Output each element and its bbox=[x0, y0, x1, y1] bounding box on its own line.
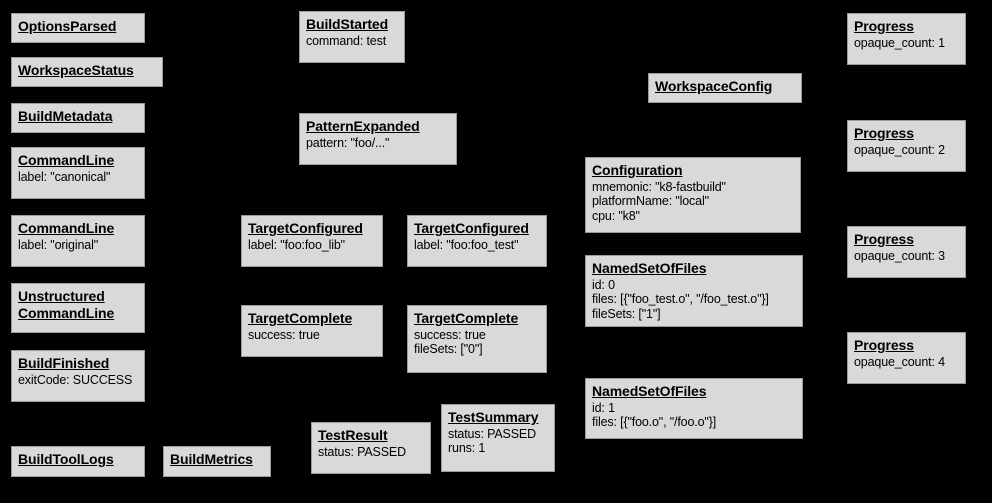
node-title: Progress bbox=[854, 125, 914, 141]
node-title: CommandLine bbox=[18, 152, 115, 168]
node-title: TargetComplete bbox=[248, 310, 353, 326]
node-field: command: test bbox=[306, 33, 387, 48]
node-title: WorkspaceStatus bbox=[18, 62, 134, 78]
node-field: opaque_count: 1 bbox=[854, 35, 945, 50]
node-title: BuildFinished bbox=[18, 355, 110, 371]
node-field: label: "foo:foo_test" bbox=[414, 237, 519, 252]
node-field: cpu: "k8" bbox=[592, 209, 640, 224]
node-build-metadata[interactable]: BuildMetadata bbox=[11, 103, 145, 133]
node-field: opaque_count: 2 bbox=[854, 142, 945, 157]
node-title: BuildToolLogs bbox=[18, 451, 114, 467]
node-field: files: [{"foo.o", "/foo.o"}] bbox=[592, 415, 717, 430]
node-title: PatternExpanded bbox=[306, 118, 420, 134]
node-field: pattern: "foo/..." bbox=[306, 135, 390, 150]
node-title: Configuration bbox=[592, 162, 683, 178]
node-title: Progress bbox=[854, 231, 914, 247]
node-field: success: true bbox=[414, 327, 486, 342]
node-title: Progress bbox=[854, 337, 914, 353]
node-field: label: "original" bbox=[18, 237, 98, 252]
node-title: Progress bbox=[854, 18, 914, 34]
node-title: WorkspaceConfig bbox=[655, 78, 773, 94]
node-title: TargetConfigured bbox=[248, 220, 363, 236]
node-field: runs: 1 bbox=[448, 441, 486, 456]
node-build-metrics[interactable]: BuildMetrics bbox=[163, 446, 271, 477]
node-field: label: "foo:foo_lib" bbox=[248, 237, 345, 252]
node-title: TargetComplete bbox=[414, 310, 519, 326]
node-title: Unstructured CommandLine bbox=[18, 288, 115, 321]
node-field: label: "canonical" bbox=[18, 169, 111, 184]
node-field: fileSets: ["1"] bbox=[592, 307, 661, 322]
node-title: BuildMetrics bbox=[170, 451, 253, 467]
node-title: TestResult bbox=[318, 427, 388, 443]
node-options-parsed[interactable]: OptionsParsed bbox=[11, 13, 145, 43]
node-field: exitCode: SUCCESS bbox=[18, 372, 133, 387]
node-unstructured-command-line[interactable]: Unstructured CommandLine bbox=[11, 283, 145, 333]
node-field: opaque_count: 4 bbox=[854, 354, 945, 369]
node-field: opaque_count: 3 bbox=[854, 248, 945, 263]
node-field: platformName: "local" bbox=[592, 194, 709, 209]
node-title: BuildStarted bbox=[306, 16, 389, 32]
node-field: id: 1 bbox=[592, 400, 615, 415]
node-field: id: 0 bbox=[592, 277, 615, 292]
node-workspace-config[interactable]: WorkspaceConfig bbox=[648, 73, 802, 103]
node-field: success: true bbox=[248, 327, 320, 342]
node-field: status: PASSED bbox=[448, 426, 536, 441]
node-build-tool-logs[interactable]: BuildToolLogs bbox=[11, 446, 145, 477]
node-workspace-status[interactable]: WorkspaceStatus bbox=[11, 57, 163, 87]
node-title: NamedSetOfFiles bbox=[592, 260, 707, 276]
node-title: TargetConfigured bbox=[414, 220, 529, 236]
node-field: fileSets: ["0"] bbox=[414, 342, 483, 357]
node-title: TestSummary bbox=[448, 409, 539, 425]
node-field: status: PASSED bbox=[318, 444, 406, 459]
node-field: files: [{"foo_test.o", "/foo_test.o"}] bbox=[592, 292, 769, 307]
node-title: CommandLine bbox=[18, 220, 115, 236]
node-title: NamedSetOfFiles bbox=[592, 383, 707, 399]
node-title: OptionsParsed bbox=[18, 18, 117, 34]
node-title: BuildMetadata bbox=[18, 108, 113, 124]
node-field: mnemonic: "k8-fastbuild" bbox=[592, 179, 726, 194]
